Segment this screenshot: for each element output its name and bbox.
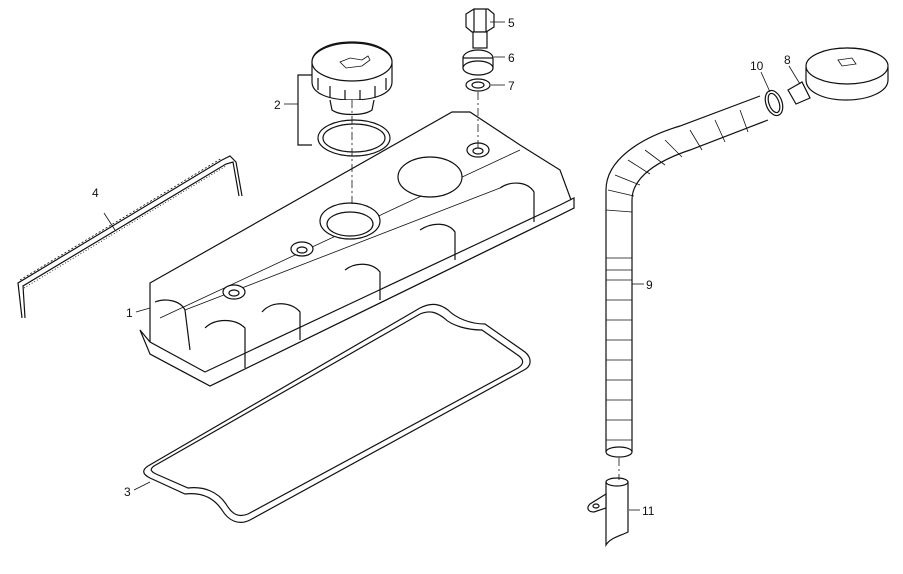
bolt-stack: [462, 8, 495, 92]
leader-lines: [103, 21, 801, 511]
valve-cover: [139, 111, 575, 387]
seal-strip: [17, 155, 243, 319]
label-bolt: 5: [508, 16, 515, 30]
tube-fitting: [587, 477, 629, 548]
oil-filler-cap: [297, 41, 393, 157]
label-cover-gasket: 3: [124, 485, 131, 499]
label-tube-fitting: 11: [642, 504, 655, 518]
breather-hose: [605, 95, 769, 458]
label-seal-strip: 4: [92, 186, 99, 200]
label-breather-cap: 8: [784, 53, 791, 67]
label-hose-clamp: 10: [750, 59, 764, 73]
label-valve-cover: 1: [126, 306, 133, 320]
center-lines: [351, 92, 620, 480]
part-labels: 1 2 3 4 5 6 7 8 10 9 11: [92, 16, 791, 518]
label-breather-hose: 9: [646, 278, 653, 292]
label-oil-filler-cap: 2: [274, 98, 281, 112]
cover-gasket: [143, 303, 531, 523]
breather-cap: [787, 47, 889, 105]
hose-clamp: [764, 89, 784, 117]
label-washer: 7: [508, 79, 515, 93]
label-grommet: 6: [508, 51, 515, 65]
